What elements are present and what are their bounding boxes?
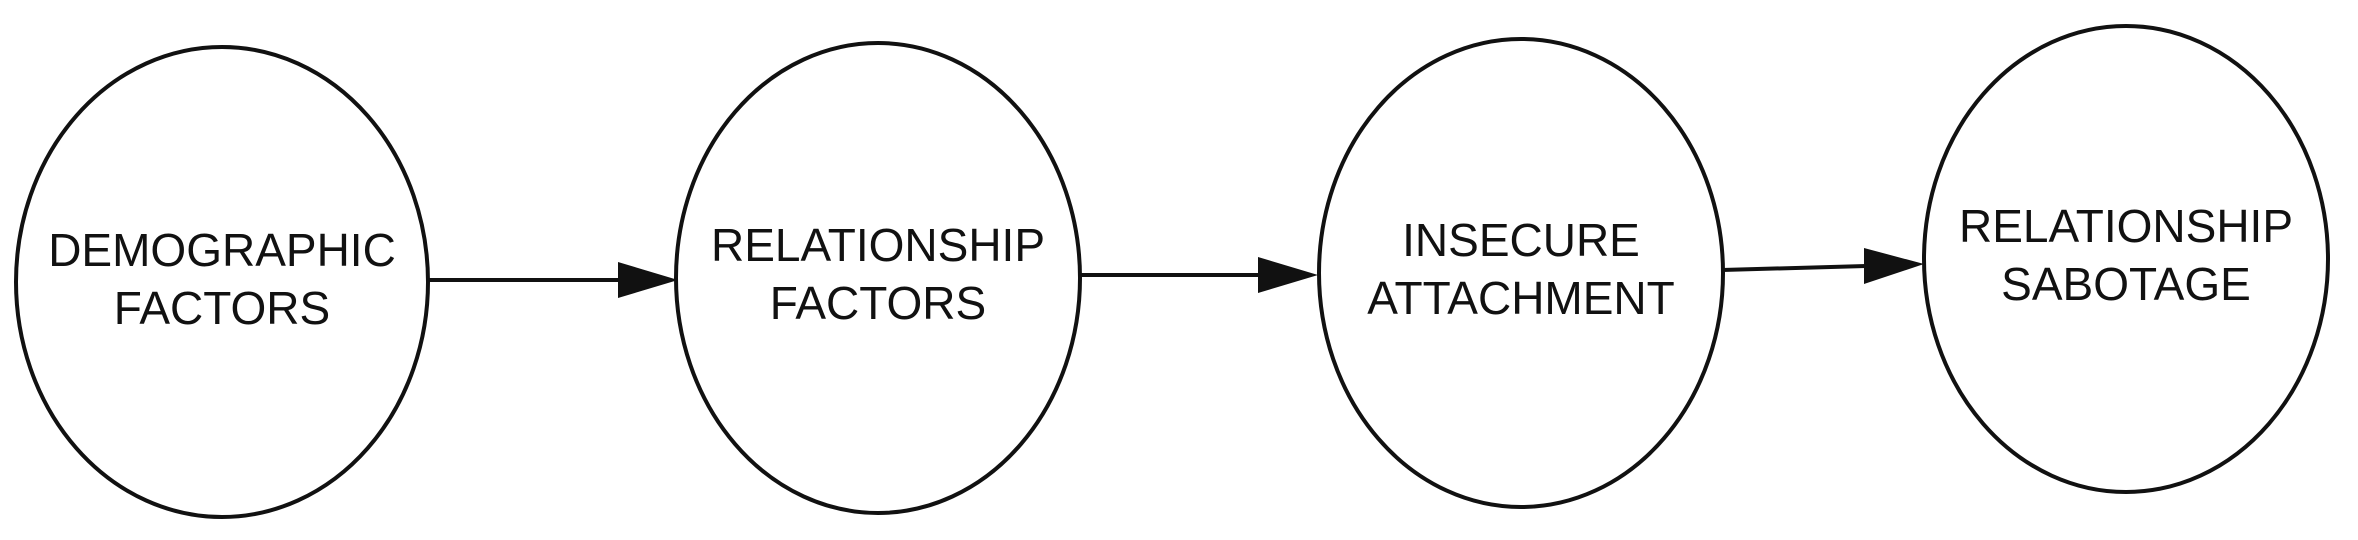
- node-ellipse: [1317, 37, 1725, 509]
- arrow-head-icon: [618, 262, 678, 298]
- node-ellipse: [14, 45, 430, 519]
- node-relationship-factors: RELATIONSHIP FACTORS: [674, 41, 1082, 515]
- arrow-head-icon: [1864, 248, 1924, 284]
- node-demographic-factors: DEMOGRAPHIC FACTORS: [14, 45, 430, 519]
- arrow-insecure-to-sabotage: [1721, 248, 1924, 284]
- node-label-line-2: SABOTAGE: [2001, 258, 2251, 310]
- arrow-demographic-to-relationship: [428, 262, 678, 298]
- node-ellipse: [674, 41, 1082, 515]
- node-relationship-sabotage: RELATIONSHIP SABOTAGE: [1922, 24, 2330, 494]
- arrow-line: [1721, 264, 1867, 272]
- node-label-line-2: FACTORS: [770, 277, 986, 329]
- node-label-line-2: ATTACHMENT: [1367, 272, 1675, 324]
- arrow-head-icon: [1258, 257, 1318, 293]
- node-label-line-1: RELATIONSHIP: [1959, 200, 2293, 252]
- node-label-line-1: RELATIONSHIP: [711, 219, 1045, 271]
- arrow-relationship-to-insecure: [1080, 257, 1318, 293]
- node-label-line-1: INSECURE: [1402, 214, 1640, 266]
- node-ellipse: [1922, 24, 2330, 494]
- node-label-line-2: FACTORS: [114, 282, 330, 334]
- node-label-line-1: DEMOGRAPHIC: [48, 224, 396, 276]
- node-insecure-attachment: INSECURE ATTACHMENT: [1317, 37, 1725, 509]
